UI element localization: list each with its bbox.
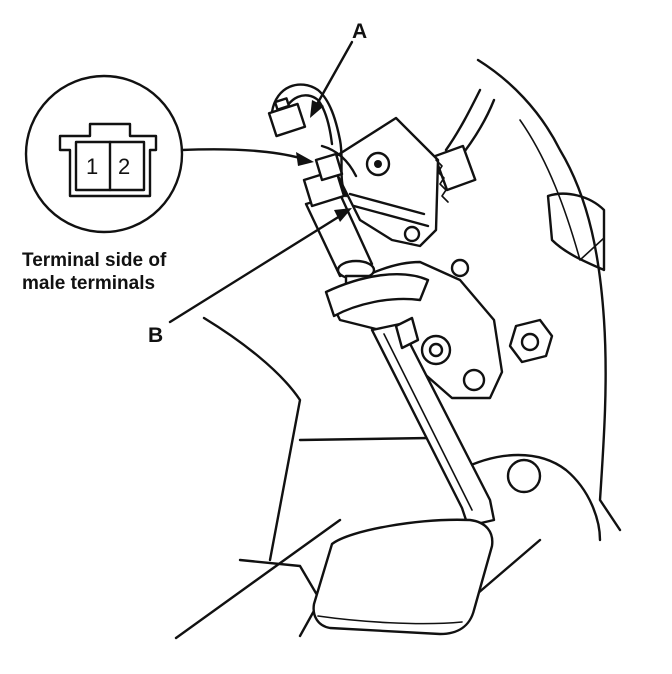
caption-line-2: male terminals [22, 273, 155, 294]
pin-1-label: 1 [86, 154, 98, 179]
detail-leader-arrowhead [296, 152, 314, 166]
callout-b-label: B [148, 324, 163, 347]
harness-connector [267, 83, 358, 198]
pedal-pad-edge [317, 615, 463, 625]
callout-a-arrowhead [310, 100, 324, 118]
firewall-panel-inner [519, 119, 605, 261]
harness-wire-down [320, 144, 358, 178]
side-panel-right [458, 453, 602, 542]
clutch-pedal [312, 316, 496, 636]
bracket-upper [328, 116, 440, 248]
connector-detail-circle [24, 74, 184, 234]
bracket-bolt-right [450, 258, 470, 278]
connector-face [58, 122, 158, 198]
callout-a-label: A [352, 20, 367, 43]
vehicle-body-panels [174, 58, 622, 640]
mounting-bolt-right-head [520, 332, 540, 352]
connector-detail: 1 2 Terminal side of male terminals [22, 74, 184, 294]
callout-b-arrowhead [334, 208, 352, 222]
floor-panel-edge [298, 436, 432, 442]
switch-rod [348, 192, 430, 228]
harness-wire-loop [270, 83, 348, 198]
bracket-bolt-mid [403, 225, 421, 243]
side-panel-lower-right [468, 538, 542, 602]
floor-panel-left [202, 316, 302, 562]
clutch-pedal-switch [302, 152, 430, 318]
caption-line-1: Terminal side of [22, 250, 167, 271]
firewall-panel [476, 58, 622, 532]
pedal-pivot-inner [428, 342, 444, 358]
callout-a-leader [314, 40, 354, 108]
pedal-clip [394, 316, 420, 350]
pedal-arm-inner [383, 333, 473, 511]
floor-panel-bottom [238, 558, 322, 638]
callout-b-leader [168, 214, 342, 324]
switch-connector-socket [314, 152, 344, 182]
loom-clip [433, 144, 477, 192]
detail-leader-line [180, 148, 302, 160]
panel-hole [506, 458, 542, 494]
panel-cutout [546, 192, 606, 272]
pedal-pad [312, 518, 494, 636]
switch-mount-plate [324, 273, 430, 318]
bracket-pivot-bolt-inner [374, 160, 382, 168]
harness-connector-latch [273, 97, 291, 111]
floor-panel-lower [174, 518, 342, 640]
harness-connector-body [267, 102, 307, 138]
pin-2-label: 2 [118, 154, 130, 179]
bracket-bolt-low [462, 368, 486, 392]
return-spring [435, 159, 449, 203]
